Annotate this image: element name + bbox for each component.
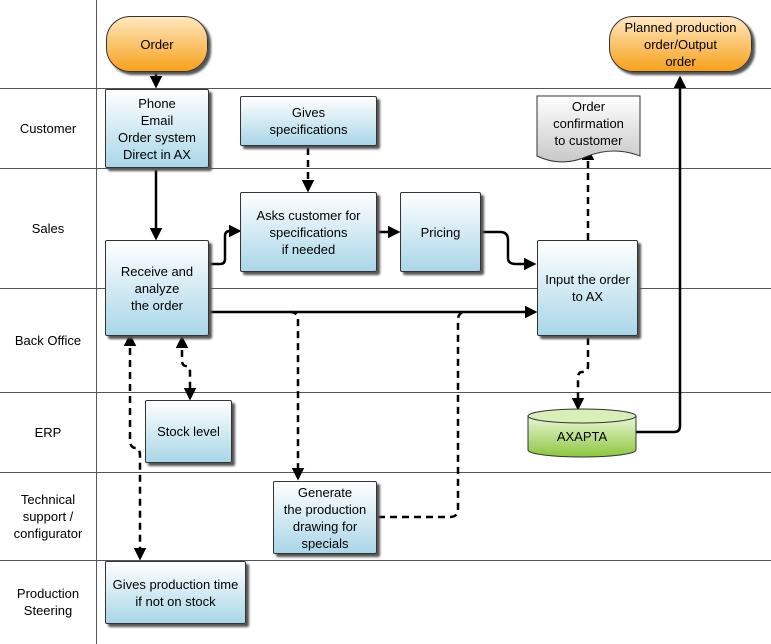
lane-label-sales: Sales (31, 220, 65, 236)
arrow-generate-to-line (378, 310, 467, 519)
lane-label-erp: ERP (34, 424, 62, 440)
order-channels-node: Phone Email Order system Direct in AX (105, 89, 209, 168)
arrow-axapta-to-planned (636, 75, 687, 434)
planned-production-end-node: Planned production order/Output order (609, 16, 752, 72)
lane-label-customer: Customer (19, 120, 77, 136)
lane-separator (0, 560, 771, 561)
input-order-node: Input the order to AX (537, 240, 638, 336)
lane-label-production-steering: Production Steering (16, 586, 80, 618)
arrow-receive-production-time (123, 333, 147, 561)
arrow-to-generate (289, 310, 305, 481)
arrow-receive-to-asks (210, 224, 242, 266)
gives-specifications-node: Gives specifications (240, 96, 377, 146)
lane-separator (0, 472, 771, 473)
lane-divider (96, 0, 97, 644)
arrow-receive-stock (175, 335, 197, 401)
asks-customer-node: Asks customer for specifications if need… (240, 192, 377, 272)
lane-separator (0, 168, 771, 169)
arrow-input-to-axapta (571, 338, 590, 411)
lane-separator (0, 392, 771, 393)
axapta-node: AXAPTA (556, 428, 608, 444)
arrow-pricing-to-input (481, 230, 537, 271)
database-shape (527, 408, 637, 458)
lane-label-back-office: Back Office (14, 332, 82, 348)
order-start-node: Order (106, 16, 208, 72)
lane-separator (0, 88, 771, 89)
production-time-node: Gives production time if not on stock (105, 561, 246, 624)
lane-label-technical-support: Technical support / configurator (13, 491, 83, 541)
receive-analyze-node: Receive and analyze the order (105, 240, 209, 336)
order-confirmation-node: Order confirmation to customer (553, 98, 624, 148)
generate-drawing-node: Generate the production drawing for spec… (273, 481, 377, 554)
lane-separator (0, 288, 771, 289)
document-shape (536, 95, 641, 163)
stock-level-node: Stock level (145, 400, 232, 463)
pricing-node: Pricing (400, 192, 481, 272)
